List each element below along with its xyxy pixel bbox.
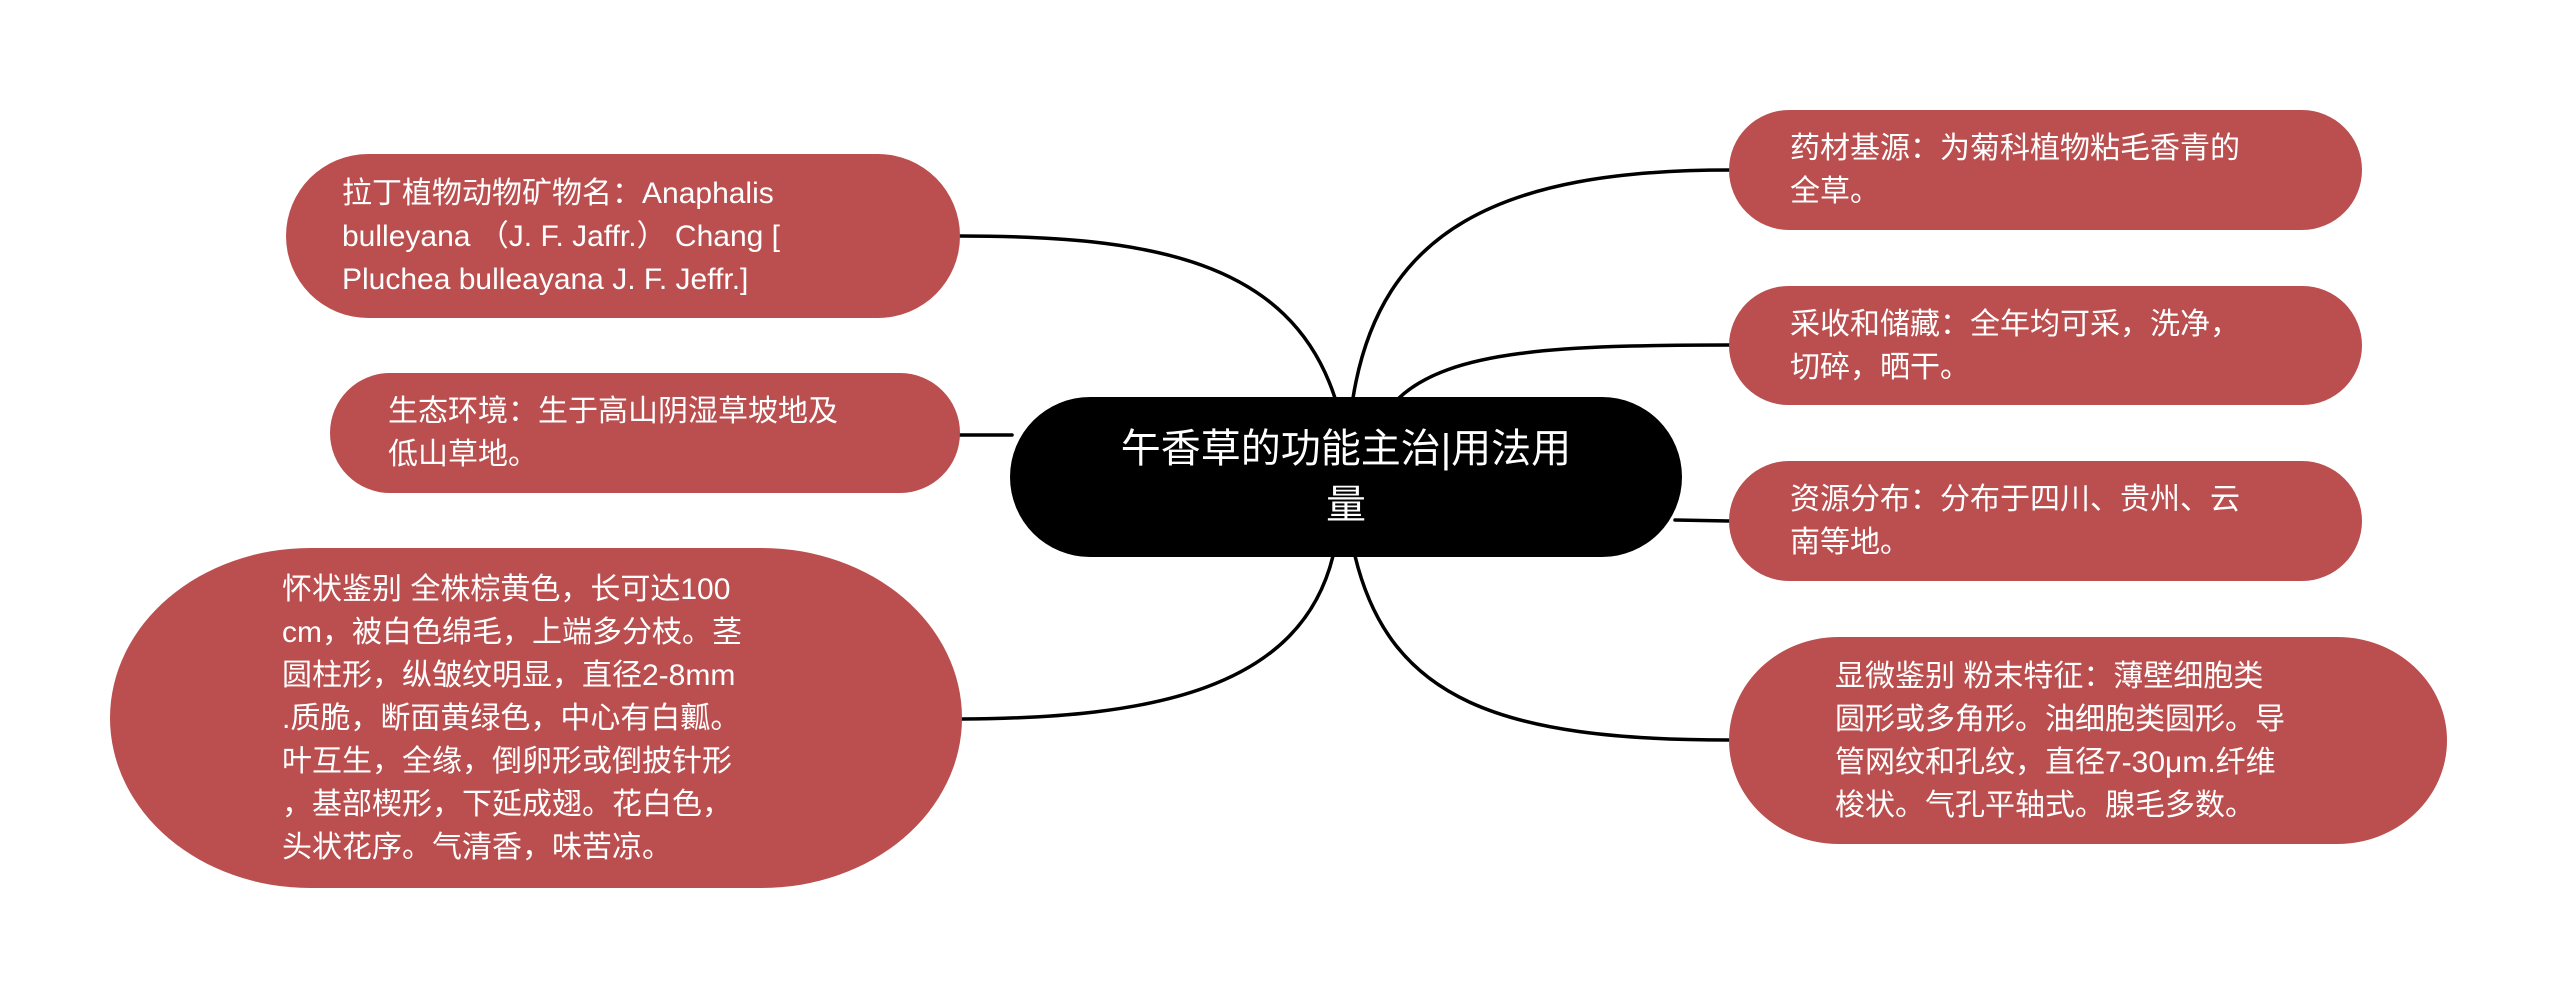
- connector-harvest: [1397, 343, 1731, 400]
- root-topic-node[interactable]: 午香草的功能主治|用法用 量: [1010, 397, 1682, 557]
- connector-latin-name: [958, 234, 1337, 400]
- connector-source: [1351, 168, 1731, 400]
- root-topic-label: 午香草的功能主治|用法用 量: [1120, 427, 1572, 527]
- connector-appearance: [960, 554, 1335, 721]
- branch-latin-name-text: 拉丁植物动物矿物名：Anaphalis bulleyana （J. F. Jaf…: [342, 176, 781, 296]
- branch-node-appearance[interactable]: 怀状鉴别 全株棕黄色，长可达100 cm，被白色绵毛，上端多分枝。茎 圆柱形，纵…: [110, 548, 962, 888]
- branch-node-latin-name[interactable]: 拉丁植物动物矿物名：Anaphalis bulleyana （J. F. Jaf…: [286, 154, 960, 318]
- branch-source-text: 药材基源：为菊科植物粘毛香青的 全草。: [1790, 132, 2240, 208]
- branch-node-source[interactable]: 药材基源：为菊科植物粘毛香青的 全草。: [1729, 110, 2362, 230]
- connector-microscopic: [1353, 554, 1731, 742]
- branch-node-habitat[interactable]: 生态环境：生于高山阴湿草坡地及 低山草地。: [330, 373, 960, 493]
- branch-node-harvest[interactable]: 采收和储藏：全年均可采，洗净， 切碎，晒干。: [1729, 286, 2362, 405]
- branch-distribution-text: 资源分布：分布于四川、贵州、云 南等地。: [1790, 483, 2240, 559]
- branch-node-microscopic[interactable]: 显微鉴别 粉末特征：薄壁细胞类 圆形或多角形。油细胞类圆形。导 管网纹和孔纹，直…: [1729, 637, 2447, 844]
- branch-appearance-text: 怀状鉴别 全株棕黄色，长可达100 cm，被白色绵毛，上端多分枝。茎 圆柱形，纵…: [282, 572, 742, 864]
- connector-distribution: [1673, 518, 1731, 523]
- branch-harvest-text: 采收和储藏：全年均可采，洗净， 切碎，晒干。: [1790, 307, 2240, 384]
- branch-node-distribution[interactable]: 资源分布：分布于四川、贵州、云 南等地。: [1729, 461, 2362, 581]
- branch-microscopic-text: 显微鉴别 粉末特征：薄壁细胞类 圆形或多角形。油细胞类圆形。导 管网纹和孔纹，直…: [1835, 659, 2285, 822]
- branch-habitat-text: 生态环境：生于高山阴湿草坡地及 低山草地。: [388, 395, 838, 471]
